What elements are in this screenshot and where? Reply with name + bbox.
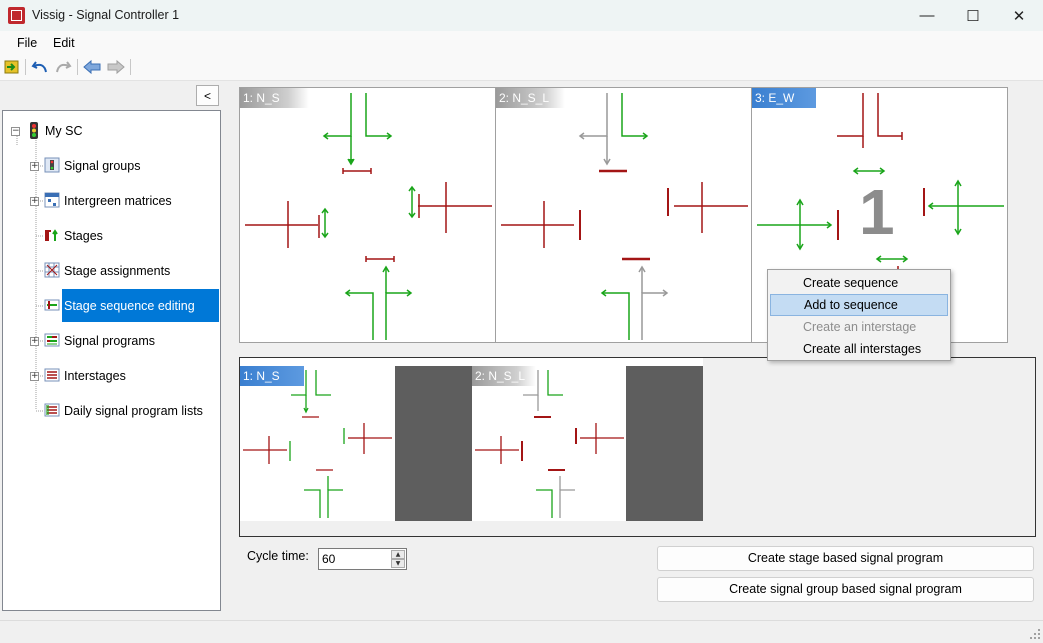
tree-lines	[16, 136, 43, 412]
stage-panel[interactable]: 1: N_S	[239, 87, 496, 343]
daily-programs-icon	[44, 402, 60, 418]
toolbar-separator	[130, 59, 131, 75]
ctx-create-interstage[interactable]: Create an interstage	[803, 320, 917, 334]
signal-programs-icon	[44, 332, 60, 348]
tree-expand-toggle[interactable]: +	[30, 371, 39, 381]
menu-edit[interactable]: Edit	[53, 36, 75, 50]
sequence-stage-diagram	[243, 370, 392, 518]
cycle-time-stepper[interactable]: ▲ ▼	[318, 548, 407, 570]
tree-expand-toggle[interactable]: +	[30, 161, 39, 171]
forward-arrow-icon[interactable]	[106, 58, 126, 76]
ctx-create-sequence[interactable]: Create sequence	[803, 276, 899, 290]
interstages-icon	[44, 367, 60, 383]
sequence-stage[interactable]: 1: N_S	[240, 366, 395, 521]
cycle-time-label: Cycle time:	[247, 549, 309, 563]
sidebar-item-intergreen-matrices[interactable]: Intergreen matrices	[64, 194, 172, 208]
ctx-create-all-interstages[interactable]: Create all interstages	[803, 342, 922, 356]
sequence-stage-label: 2: N_S_L	[472, 366, 536, 386]
spin-down-button[interactable]: ▼	[391, 559, 405, 568]
sidebar-item-signal-programs[interactable]: Signal programs	[64, 334, 156, 348]
ctx-add-to-sequence[interactable]: Add to sequence	[770, 294, 948, 316]
create-stage-based-program-button[interactable]: Create stage based signal program	[657, 546, 1034, 571]
sequence-stage-label: 1: N_S	[240, 366, 304, 386]
stage-label: 3: E_W	[752, 88, 816, 108]
close-button[interactable]: ✕	[1012, 7, 1026, 25]
interstage-placeholder[interactable]	[395, 366, 472, 521]
toolbar-separator	[77, 59, 78, 75]
back-arrow-icon[interactable]	[82, 58, 102, 76]
create-signal-group-based-program-button[interactable]: Create signal group based signal program	[657, 577, 1034, 602]
interstage-placeholder[interactable]	[626, 366, 703, 521]
context-menu: Create sequence Add to sequence Create a…	[767, 269, 951, 361]
cycle-time-input[interactable]	[322, 552, 382, 566]
tree-expand-toggle[interactable]: +	[30, 336, 39, 346]
resize-grip-icon[interactable]	[1029, 628, 1041, 640]
tree-root-label[interactable]: My SC	[45, 124, 83, 138]
stage-label: 1: N_S	[240, 88, 309, 108]
stage-sequence-icon	[44, 297, 60, 313]
stage-diagram	[245, 93, 492, 340]
sidebar-item-signal-groups[interactable]: Signal groups	[64, 159, 141, 173]
app-icon	[8, 7, 25, 24]
sequence-stage-diagram	[475, 370, 624, 518]
open-icon[interactable]	[2, 58, 22, 76]
redo-icon[interactable]	[53, 58, 73, 76]
title-bar	[0, 0, 1043, 31]
sequence-header-strip	[240, 358, 703, 366]
signal-controller-icon	[26, 122, 42, 139]
tree-collapse-toggle[interactable]: −	[11, 126, 20, 136]
stage-diagram	[501, 93, 748, 340]
sidebar-item-daily-signal-program-lists[interactable]: Daily signal program lists	[64, 404, 203, 418]
stage-label: 2: N_S_L	[496, 88, 565, 108]
sidebar-item-stages[interactable]: Stages	[64, 229, 103, 243]
undo-icon[interactable]	[30, 58, 50, 76]
maximize-button[interactable]: ☐	[966, 7, 980, 25]
minimize-button[interactable]: —	[919, 7, 935, 24]
selected-item-highlight	[62, 289, 219, 322]
collapse-panel-button[interactable]: <	[196, 85, 219, 106]
sequence-stage[interactable]: 2: N_S_L	[472, 366, 626, 521]
signal-groups-icon	[44, 157, 60, 173]
navigation-tree	[2, 110, 221, 611]
matrix-icon	[44, 192, 60, 208]
toolbar-separator	[25, 59, 26, 75]
stages-icon	[44, 227, 60, 243]
stage-panel[interactable]: 2: N_S_L	[495, 87, 752, 343]
status-bar	[0, 620, 1043, 643]
toolbar	[0, 54, 1043, 81]
spin-up-button[interactable]: ▲	[391, 550, 405, 559]
menu-bar	[0, 31, 1043, 54]
stage-assignments-icon	[44, 262, 60, 278]
tree-expand-toggle[interactable]: +	[30, 196, 39, 206]
stage-diagram	[757, 93, 1004, 272]
sidebar-item-stage-sequence-editing[interactable]: Stage sequence editing	[64, 299, 195, 313]
sidebar-item-stage-assignments[interactable]: Stage assignments	[64, 264, 171, 278]
menu-file[interactable]: File	[17, 36, 38, 50]
window-title: Vissig - Signal Controller 1	[32, 8, 180, 22]
stage-number-badge: 1	[859, 176, 895, 248]
sidebar-item-interstages[interactable]: Interstages	[64, 369, 126, 383]
